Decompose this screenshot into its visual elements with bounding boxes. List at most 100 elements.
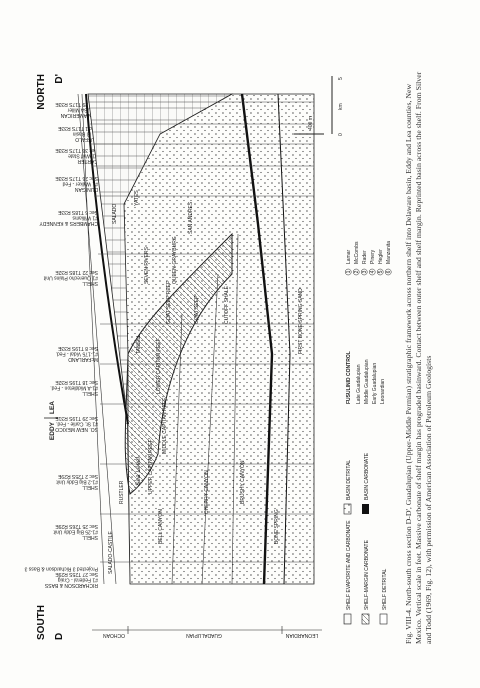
unit-labels: SALADO-CASTILE RUSTLER SALADO TANSILL SE…	[108, 190, 304, 574]
scale-zero: 0	[338, 133, 344, 136]
well-header-line: Sec 2 T25S R29E	[57, 473, 98, 479]
zone-label: Pinery	[370, 249, 376, 264]
eddy-county-label: EDDY	[49, 421, 56, 440]
well-header-line: #1 Williams	[72, 215, 98, 221]
unit-seven-rivers: SEVEN RIVERS	[144, 246, 150, 284]
zone-marker-circle	[368, 268, 376, 276]
zone-label: Hegler	[378, 249, 384, 264]
unit-bell-canyon: BELL CANYON	[158, 509, 164, 544]
cross-section-rotated: SOUTH D NORTH D' EDDY LEA RICHARDSON & B…	[24, 71, 433, 644]
unit-first-bone-spring: FIRST BONE SPRING SAND	[298, 288, 304, 354]
zone-number: 3	[362, 270, 368, 273]
well-header-line: Sec 36 T17S R33E	[55, 147, 98, 153]
well-header-line: #1-25 Big Eddy Unit	[53, 529, 98, 535]
unit-brushy-canyon: BRUSHY CANYON	[240, 460, 246, 504]
legend-swatch-shelf-margin	[361, 613, 370, 625]
unit-salado: SALADO	[112, 204, 118, 224]
fusulinid-marker-early: Early Guadalupian	[372, 363, 378, 404]
well-header-line: Sec 22 T18S R32E	[55, 269, 98, 275]
legend-label-shelf-margin: SHELF-MARGIN CARBONATE	[364, 539, 370, 610]
well-header-line: SHELL	[82, 390, 98, 396]
zone-label: McCombs	[354, 241, 360, 264]
well-header: McFARLAND#1-175 Vidal - Fed.Sec 8 T19S R…	[56, 345, 98, 362]
well-header-line: #1 Federal - Craig	[57, 577, 98, 583]
bone-spring-top	[277, 93, 291, 585]
well-header-line: #1-A Middleton - Fed.	[50, 385, 98, 391]
zone-marker-circle	[352, 268, 360, 276]
d-left-label: D	[54, 633, 65, 640]
unit-goat-seep: GOAT SEEP	[194, 295, 200, 324]
fusulinid-zones: 1Lamar2McCombs3Rader4Pinery5Hegler6Manza…	[344, 241, 392, 276]
series-guadalupian: GUADALUPIAN	[186, 632, 222, 638]
unit-upper-capitan: UPPER CAPITAN REEF	[148, 439, 154, 494]
well-header-line: BUFFALO	[75, 136, 98, 142]
well-header-line: #1-2 Big Eddy Unit	[56, 479, 98, 485]
zone-marker-circle	[344, 268, 352, 276]
well-header-line: CARTER	[77, 158, 98, 164]
well-header-line: #1 El Basin	[72, 131, 98, 137]
well-header-line: RICHARDSON & BASS	[44, 582, 98, 588]
unit-san-andres: SAN ANDRES	[188, 201, 194, 234]
unit-tansill: TANSILL	[136, 334, 142, 354]
unit-middle-capitan: MIDDLE CAPITAN REEF	[162, 398, 168, 454]
well-header-line: #1-175 Vidal - Fed.	[56, 351, 98, 357]
well-header-line: Sec 8 T19S R33E	[57, 345, 98, 351]
series-leonardian: LEONARDIAN	[285, 632, 318, 638]
fusulinid-title: FUSULINID CONTROL	[346, 351, 352, 404]
zone-number: 1	[346, 270, 352, 273]
legend: SHELF EVAPORITE AND CARBONATE BASIN DETR…	[343, 452, 388, 625]
basin-carbonate-band	[240, 93, 274, 585]
zone-number: 6	[386, 270, 392, 273]
south-label: SOUTH	[36, 605, 47, 640]
unit-queen-grayburg: QUEEN-GRAYBURG	[172, 236, 178, 284]
series-bracket: OCHOAN GUADALUPIAN LEONARDIAN	[92, 626, 322, 638]
zone-marker-circle	[360, 268, 368, 276]
unit-yates: YATES	[134, 190, 140, 206]
well-header-line: #1 Querecho Plains Unit	[43, 275, 98, 281]
well-header-line: Sec 27 T25S R29E	[55, 571, 98, 577]
well-header-line: CHAMBERS & KENNEDY	[39, 220, 98, 226]
fusulinid-marker-late: Late Guadalupian	[356, 364, 362, 404]
well-header-line: Sec 18 T19S R32E	[55, 379, 98, 385]
lea-county-label: LEA	[49, 401, 56, 414]
formation-lines	[77, 93, 239, 585]
zone-marker-circle	[384, 268, 392, 276]
well-lines	[88, 101, 314, 563]
d-right-label: D'	[54, 74, 65, 84]
well-header-line: Projected 3 Richardson & Bass 3	[24, 566, 98, 572]
well-header-line: Sec 26 T17S R33E	[55, 175, 98, 181]
unit-rustler: RUSTLER	[119, 480, 125, 504]
fusulinid-control: FUSULINID CONTROL Late Guadalupian Middl…	[344, 241, 392, 404]
zone-number: 5	[378, 270, 384, 273]
well-header-line: Sec 29 T19S R31E	[55, 415, 98, 421]
unit-bone-spring: BONE SPRING	[274, 509, 280, 544]
unit-cherry-canyon: CHERRY CANYON	[204, 470, 210, 514]
well-header-line: Sec 6 T18S R33E	[57, 209, 98, 215]
well-header-line: SHELL	[82, 280, 98, 286]
well-header-line: McFARLAND	[68, 356, 98, 362]
well-header-line: Sec 1 T17S R33E	[57, 125, 98, 131]
scale-five: 5	[338, 77, 344, 80]
zone-label: Lamar	[346, 249, 352, 264]
figure-caption: Fig. VIII-4. North-south cross section D…	[404, 71, 433, 644]
vertical-scale-label: 400 m	[308, 116, 314, 130]
legend-label-shelf-evaporite: SHELF EVAPORITE AND CARBONATE	[346, 520, 352, 610]
unit-goat-seep-reef: GOAT SEEP REEF	[166, 281, 172, 324]
well-header-line: SO. NEW MEXICO	[55, 426, 98, 432]
well-header: SHELL#1-A Middleton - Fed.Sec 18 T19S R3…	[50, 379, 98, 396]
zone-number: 4	[370, 270, 376, 273]
zone-label: Rader	[362, 250, 368, 264]
well-header-line: SHELL	[82, 484, 98, 490]
capitan-reef-unit	[124, 232, 233, 495]
fusulinid-marker-middle: Middle Guadalupian	[364, 359, 370, 404]
legend-swatch-shelf-evaporite	[343, 613, 352, 625]
series-ochoan: OCHOAN	[103, 632, 125, 638]
